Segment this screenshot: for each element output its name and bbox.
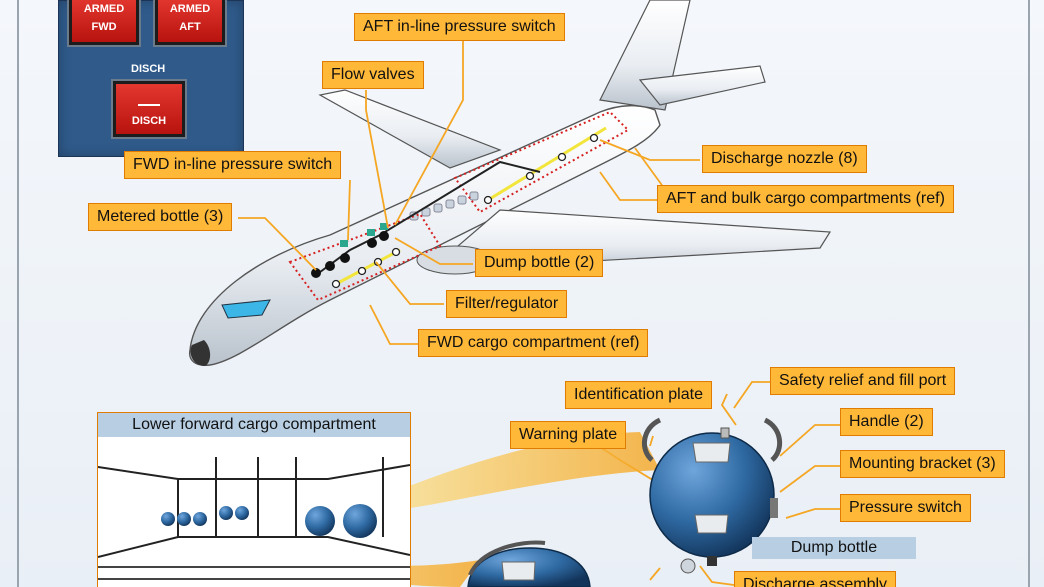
disch-button-bar [138,104,160,106]
dump-bottle-label: Dump bottle [752,537,916,559]
callout-fwd-inline-switch: FWD in-line pressure switch [124,151,342,179]
callout-identification-plate: Identification plate [565,381,712,409]
callout-pressure-switch: Pressure switch [840,494,971,522]
aft-discharge-line [487,126,607,202]
callout-aft-bulk-cargo: AFT and bulk cargo compartments (ref) [657,185,954,213]
callout-warning-plate: Warning plate [510,421,627,449]
far-wing [318,89,502,169]
frame-border-right [1028,0,1030,587]
callout-fwd-cargo: FWD cargo compartment (ref) [418,329,649,357]
callout-discharge-nozzle: Discharge nozzle (8) [702,145,867,173]
inset-cargo-art [98,437,410,587]
fwd-discharge-line [335,248,401,286]
dump-bottles [367,231,389,248]
armed-fwd-button[interactable]: ARMED FWD [69,0,139,45]
callout-discharge-assembly: Discharge assembly [734,571,897,587]
control-panel: ARMED FWD ARMED AFT DISCH DISCH [58,0,244,157]
flow-valves [340,223,388,247]
nose-cone [190,340,211,366]
armed-aft-button[interactable]: ARMED AFT [155,0,225,45]
fuselage [188,105,661,367]
fwd-cargo-outline [288,212,442,302]
dump-bottle-small [467,540,591,587]
armed-aft-line2: AFT [179,21,201,33]
armed-fwd-line2: FWD [91,21,117,33]
metered-bottles [311,253,350,278]
cockpit-windows [221,299,271,319]
callout-safety-relief: Safety relief and fill port [770,367,956,395]
armed-aft-line1: ARMED [169,3,211,15]
dump-bottle-large [642,417,783,566]
disch-button[interactable]: DISCH [113,81,185,137]
inset-title: Lower forward cargo compartment [98,413,410,437]
leader-lines [238,40,840,586]
frame-border-left [17,0,19,587]
beam-upper [380,432,660,512]
callout-aft-inline-switch: AFT in-line pressure switch [354,13,565,41]
beam-lower [205,520,480,587]
disch-button-text: DISCH [131,115,167,127]
callout-dump-bottle: Dump bottle (2) [475,249,604,277]
callout-mounting-bracket: Mounting bracket (3) [840,450,1005,478]
callout-handle: Handle (2) [840,408,933,436]
discharge-nozzles [331,133,599,289]
inset-cargo-compartment: Lower forward cargo compartment [97,412,411,587]
discharge-assembly-part [680,558,696,574]
cabin-windows [409,191,479,221]
callout-metered-bottle: Metered bottle (3) [88,203,233,231]
callout-filter-regulator: Filter/regulator [446,290,568,318]
horizontal-stabilizer [638,65,766,106]
armed-fwd-line1: ARMED [83,3,125,15]
disch-label: DISCH [131,63,166,75]
callout-flow-valves: Flow valves [322,61,424,89]
